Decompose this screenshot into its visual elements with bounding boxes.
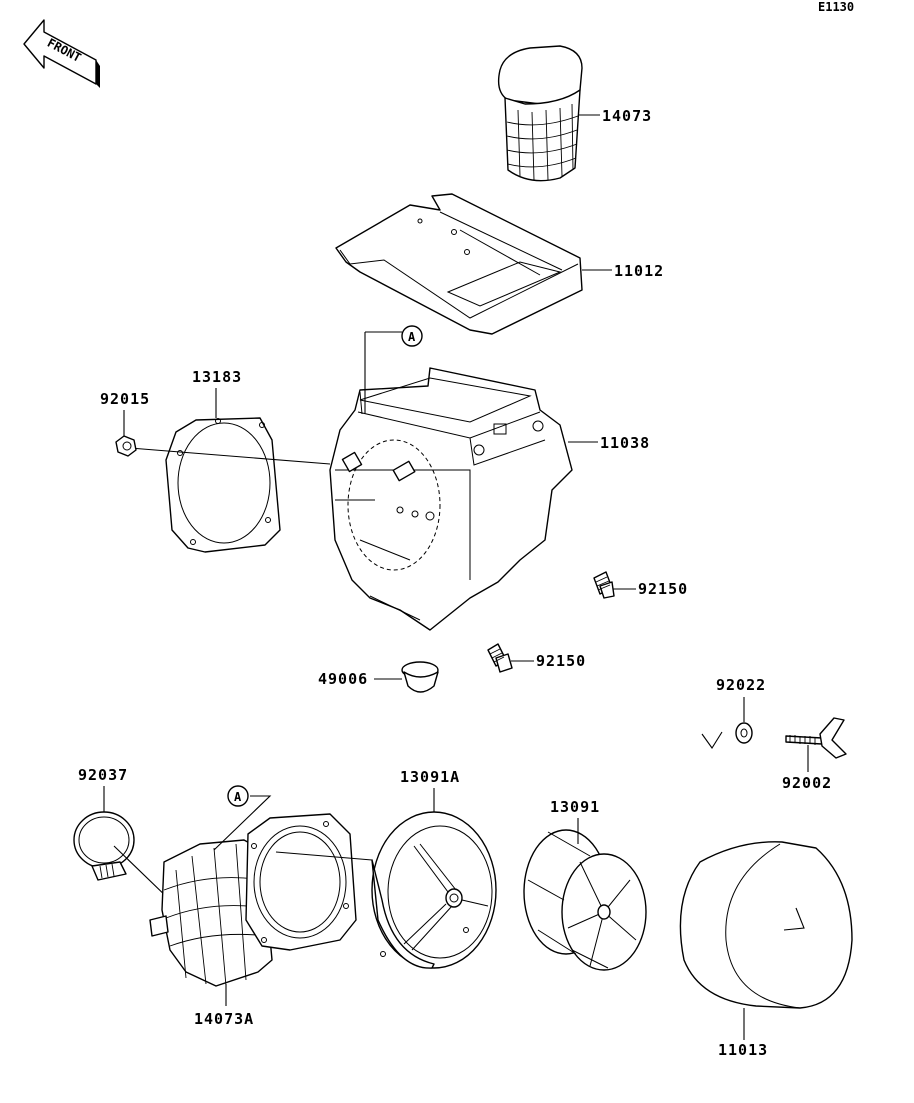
part-92002-drawing: [785, 717, 847, 759]
part-11038-drawing: [329, 367, 573, 631]
part-label-14073: 14073: [602, 107, 652, 125]
part-14073a-drawing: [149, 813, 357, 987]
ref-marker-a-bottom: [227, 785, 249, 807]
part-label-13091: 13091: [550, 798, 600, 816]
part-label-49006: 49006: [318, 670, 368, 688]
part-label-11013: 11013: [718, 1041, 768, 1059]
part-11012-drawing: [335, 193, 583, 335]
part-92037-drawing: [73, 811, 135, 881]
part-92150-upper-drawing: [593, 571, 615, 599]
ref-marker-a-top-label: A: [408, 330, 416, 344]
part-49006-drawing: [401, 661, 439, 693]
diagram-code: E1130: [818, 0, 854, 14]
part-13183-drawing: [165, 417, 281, 553]
part-label-92002: 92002: [782, 774, 832, 792]
part-label-13183: 13183: [192, 368, 242, 386]
part-label-92150-upper: 92150: [638, 580, 688, 598]
ref-marker-a-top: [401, 325, 423, 347]
part-92015-drawing: [115, 435, 137, 457]
part-92022-drawing: [735, 722, 753, 744]
part-label-92015: 92015: [100, 390, 150, 408]
part-label-11038: 11038: [600, 434, 650, 452]
part-11013-drawing: [679, 841, 853, 1009]
part-13091a-drawing: [371, 811, 497, 969]
part-92150-lower-drawing: [487, 643, 513, 673]
part-label-92150-lower: 92150: [536, 652, 586, 670]
part-label-11012: 11012: [614, 262, 664, 280]
part-13091-drawing: [523, 829, 647, 971]
part-label-13091a: 13091A: [400, 768, 460, 786]
front-arrow-icon: FRONT: [23, 19, 100, 88]
part-label-92022: 92022: [716, 676, 766, 694]
part-label-14073a: 14073A: [194, 1010, 254, 1028]
part-14073-drawing: [497, 45, 583, 182]
ref-marker-a-bottom-label: A: [234, 790, 242, 804]
part-label-92037: 92037: [78, 766, 128, 784]
